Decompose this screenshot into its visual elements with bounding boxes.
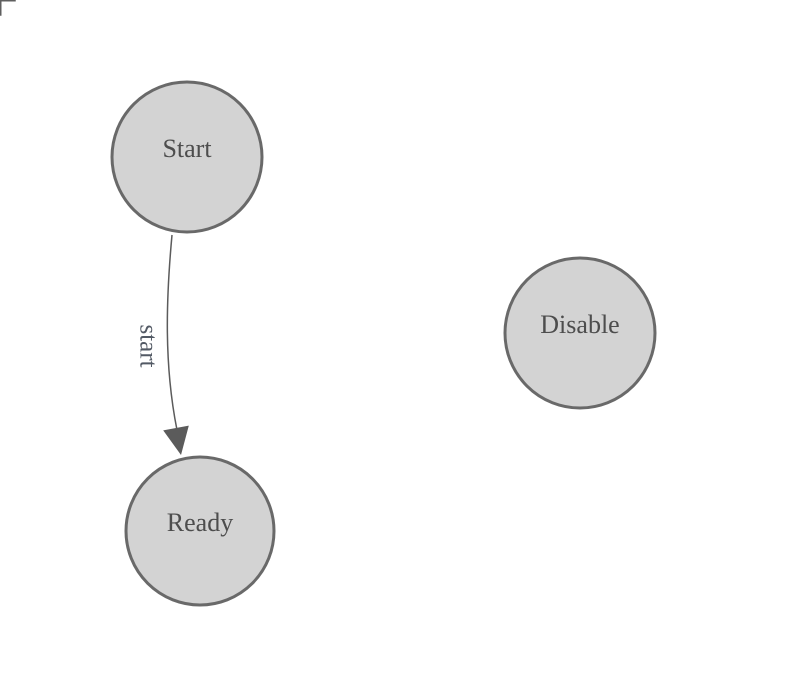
state-node-start[interactable]: Start — [110, 80, 264, 234]
node-circle — [110, 80, 264, 234]
arrowhead-icon — [163, 425, 189, 455]
state-node-disable[interactable]: Disable — [503, 256, 657, 410]
node-circle — [124, 455, 276, 607]
node-circle — [503, 256, 657, 410]
canvas-origin-corner-mark — [0, 0, 16, 16]
state-node-ready[interactable]: Ready — [124, 455, 276, 607]
edge-line[interactable] — [166, 234, 178, 431]
edge-label[interactable]: start — [135, 324, 162, 367]
edge-start-to-ready[interactable]: start — [135, 234, 189, 455]
